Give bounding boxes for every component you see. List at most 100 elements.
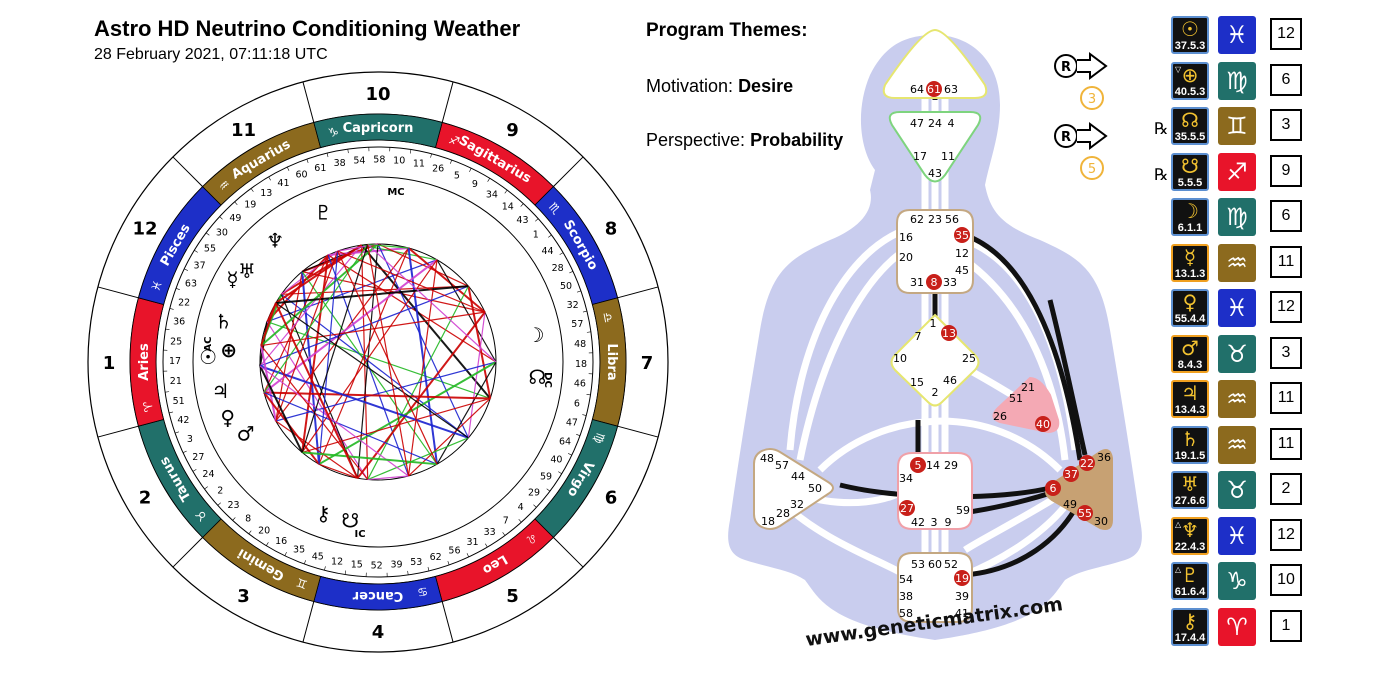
gate-number: 42: [177, 415, 189, 426]
gate-number: 15: [351, 559, 363, 570]
sign-label: Libra: [604, 343, 619, 380]
gate-tick: [577, 290, 581, 293]
sign-glyph-icon: ♑: [327, 124, 340, 140]
gate-number: 44: [541, 246, 553, 257]
gate-number: 35: [293, 545, 305, 556]
planet-gate-box: ⚷17.4.4: [1171, 607, 1209, 646]
planet-row: ☿13.1.3♒11: [1150, 243, 1400, 284]
gate-label: 28: [776, 507, 790, 520]
aspect-line: [367, 244, 410, 477]
gate-tick: [326, 153, 329, 158]
gate-activation-dot: [954, 570, 970, 586]
house-number: 3: [237, 586, 250, 607]
bottom-arrow: R 5: [1054, 122, 1108, 180]
gate-label: 50: [808, 482, 822, 495]
gate-tick: [165, 328, 170, 331]
g-center: [890, 313, 980, 407]
planet-row: ▽⊕40.5.3♍6: [1150, 61, 1400, 102]
motivation-line: Motivation: Desire: [646, 76, 793, 97]
planet-row: △♆22.4.3♓12: [1150, 516, 1400, 557]
gate-label: 14: [926, 459, 940, 472]
gate-label: 61: [927, 83, 941, 96]
zodiac-sign-icon: ♒: [1218, 380, 1256, 418]
channel-track: [796, 247, 907, 461]
themes-title: Program Themes:: [646, 20, 808, 41]
gate-label: 34: [899, 472, 913, 485]
planet-glyph-icon: ♇: [1181, 563, 1199, 587]
gate-tick: [558, 471, 562, 474]
planet-row: ♅27.6.6♉2: [1150, 471, 1400, 511]
gate-activation-dot: [1063, 466, 1079, 482]
gate-label: 54: [899, 573, 913, 586]
gate-tick: [586, 331, 591, 333]
sign-label: Capricorn: [343, 121, 414, 136]
gate-label: 33: [943, 276, 957, 289]
gate-tick: [487, 178, 490, 182]
aspect-line: [302, 451, 438, 466]
gate-activation-dot: [954, 227, 970, 243]
gate-tick: [559, 252, 564, 255]
aspect-line: [275, 302, 469, 439]
gate-label: 45: [955, 264, 969, 277]
gate-label: 8: [931, 276, 938, 289]
sign-glyph-icon: ♍: [591, 431, 608, 446]
house-number: 5: [506, 586, 519, 607]
gate-tick: [194, 250, 198, 253]
planet-gate-box: ☉37.5.3: [1171, 16, 1209, 54]
zodiac-sign-icon: ♈: [1218, 607, 1256, 646]
gate-tick: [518, 519, 522, 523]
gate-number: 40: [550, 454, 562, 465]
gate-number: 23: [227, 500, 239, 511]
aspect-line: [318, 361, 497, 466]
gate-label: 26: [993, 410, 1007, 423]
gate-number: 36: [173, 317, 185, 328]
ajna-center: [888, 111, 982, 183]
gate-label: 43: [928, 167, 942, 180]
aspect-line: [467, 285, 492, 399]
gate-tick: [576, 434, 581, 436]
planet-row: ☽6.1.1♍6: [1150, 198, 1400, 238]
gate-label: 21: [1021, 381, 1035, 394]
planet-gate-value: 35.5.5: [1174, 131, 1206, 143]
aspect-line: [259, 365, 469, 439]
zodiac-sign-icon: ♐: [1218, 152, 1256, 191]
gate-tick: [502, 532, 506, 536]
gate-tick: [175, 431, 179, 434]
house-number-box: 11: [1270, 427, 1302, 460]
retrograde-marker: ℞: [1154, 119, 1169, 138]
gate-number: 26: [432, 164, 444, 175]
aspect-line: [263, 244, 369, 393]
planet-row: ♃13.4.3♒11: [1150, 380, 1400, 420]
house-divider: [172, 537, 203, 568]
house-number: 4: [372, 622, 385, 643]
gate-tick: [582, 310, 587, 313]
house-divider: [97, 425, 139, 438]
aspect-line: [301, 259, 438, 453]
house-divider: [172, 156, 203, 187]
gate-number: 61: [314, 163, 326, 174]
gate-activation-dot: [1079, 455, 1095, 471]
aspect-line: [259, 365, 409, 477]
gate-tick: [192, 469, 197, 472]
gate-label: 12: [955, 247, 969, 260]
planet-gate-box: ☊35.5.5: [1171, 107, 1209, 145]
aspect-line: [318, 251, 339, 465]
planet-glyph-icon: ☽: [1181, 199, 1199, 223]
gate-tick: [347, 149, 349, 154]
gate-label: 10: [893, 352, 907, 365]
gate-tick: [184, 268, 188, 271]
aspect-line: [301, 244, 369, 453]
gate-tick: [430, 153, 432, 158]
gate-tick: [175, 288, 180, 290]
gate-number: 14: [502, 201, 514, 212]
planet-gate-value: 22.4.3: [1174, 540, 1206, 553]
gate-number: 54: [353, 155, 365, 166]
planet-gate-value: 17.4.4: [1174, 631, 1206, 644]
aspect-line: [318, 463, 358, 479]
house-number-box: 12: [1270, 518, 1302, 551]
gate-number: 32: [567, 300, 579, 311]
gate-label: 56: [945, 213, 959, 226]
house-divider: [553, 537, 584, 568]
gate-tick: [427, 566, 430, 571]
